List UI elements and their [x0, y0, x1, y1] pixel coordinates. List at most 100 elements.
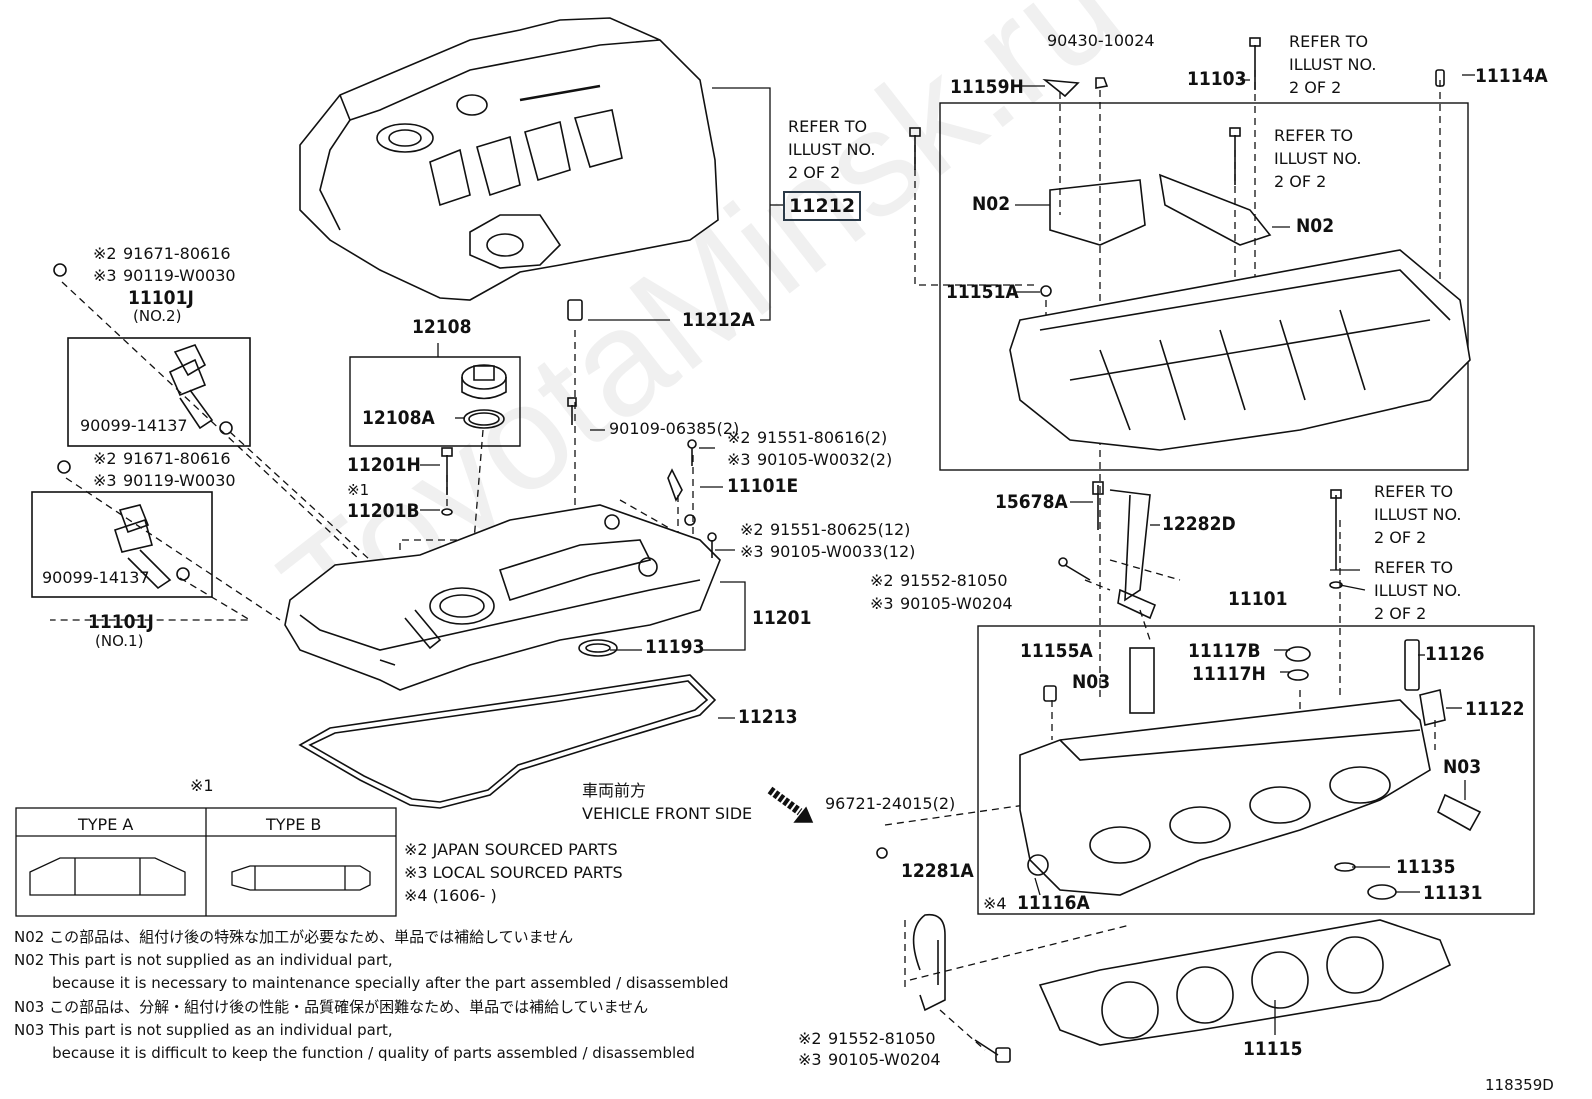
refer-note-2: REFER TO ILLUST NO. 2 OF 2	[1289, 30, 1376, 99]
callout-90099a: 90099-14137	[80, 416, 188, 435]
note-n03-jp: N03 この部品は、分解・組付け後の性能・品質確保が困難なため、単品では補給して…	[14, 998, 649, 1016]
front-side-jp: 車両前方	[582, 781, 647, 800]
callout-11212-highlight[interactable]: 11212	[783, 191, 862, 221]
refer-note-1: REFER TO ILLUST NO. 2 OF 2	[788, 115, 875, 184]
callout-11126: 11126	[1425, 643, 1485, 665]
front-arrow-icon	[767, 786, 814, 823]
callout-90430: 90430-10024	[1047, 31, 1155, 50]
callout-11193: 11193	[645, 636, 705, 658]
callout-12108A: 12108A	[362, 407, 435, 429]
refer-line: REFER TO	[788, 117, 868, 136]
callout-11117H: 11117H	[1192, 663, 1266, 685]
callout-90119a: 90119-W0030	[123, 266, 236, 285]
callout-11201B: 11201B	[347, 500, 420, 522]
callout-91552b: 91552-81050	[828, 1029, 936, 1048]
callout-90119b-mark: ※3	[93, 471, 117, 490]
callout-N02-left: N02	[972, 193, 1011, 215]
callout-90105b: 90105-W0033(12)	[770, 542, 916, 561]
label-leaders	[1013, 74, 1475, 1035]
callout-11114A: 11114A	[1475, 65, 1548, 87]
refer-line: 2 OF 2	[1374, 528, 1427, 547]
refer-line: ILLUST NO.	[1374, 581, 1462, 600]
head-gasket-drawing	[1038, 919, 1452, 1046]
callout-11151A: 11151A	[946, 281, 1019, 303]
diagram-id: 118359D	[1485, 1076, 1554, 1094]
refer-note-4: REFER TO ILLUST NO. 2 OF 2	[1374, 480, 1461, 549]
hook-12281A-drawing	[912, 913, 1011, 1063]
callout-90119b: 90119-W0030	[123, 471, 236, 490]
callout-11115: 11115	[1243, 1038, 1303, 1060]
refer-line: 2 OF 2	[1374, 604, 1427, 623]
type-a-header: TYPE A	[78, 815, 134, 834]
refer-line: REFER TO	[1374, 482, 1454, 501]
legend-date-range: ※4 (1606- )	[404, 886, 497, 905]
gasket-11213-drawing	[298, 674, 717, 809]
cylinder-head-box	[876, 625, 1535, 915]
callout-12108: 12108	[412, 316, 472, 338]
callout-N03-left: N03	[1072, 671, 1111, 693]
callout-91552a: 91552-81050	[900, 571, 1008, 590]
callout-11135: 11135	[1396, 856, 1456, 878]
callout-11155A: 11155A	[1020, 640, 1093, 662]
legend-local-sourced: ※3 LOCAL SOURCED PARTS	[404, 863, 623, 882]
callout-11101J-no2: 11101J	[128, 287, 194, 309]
callout-15678A: 15678A	[995, 491, 1068, 513]
note-n02-en-2: because it is necessary to maintenance s…	[14, 974, 729, 992]
cam-housing-box	[909, 37, 1471, 471]
refer-note-3: REFER TO ILLUST NO. 2 OF 2	[1274, 124, 1361, 193]
note-n03-en-2: because it is difficult to keep the func…	[14, 1044, 695, 1062]
callout-11159H: 11159H	[950, 76, 1024, 98]
refer-line: REFER TO	[1274, 126, 1354, 145]
callout-N02-right: N02	[1296, 215, 1335, 237]
legend-japan-sourced: ※2 JAPAN SOURCED PARTS	[404, 840, 618, 859]
front-side-en: VEHICLE FRONT SIDE	[582, 804, 753, 823]
callout-11101E: 11101E	[727, 475, 799, 497]
callout-91551b-mark: ※2	[740, 520, 764, 539]
type-table-mark: ※1	[190, 776, 214, 795]
callout-91552b-mark: ※2	[798, 1029, 822, 1048]
refer-line: 2 OF 2	[1289, 78, 1342, 97]
refer-line: ILLUST NO.	[1289, 55, 1377, 74]
callout-91671b-mark: ※2	[93, 449, 117, 468]
refer-line: ILLUST NO.	[1274, 149, 1362, 168]
note-n02-jp: N02 この部品は、組付け後の特殊な加工が必要なため、単品では補給していません	[14, 928, 574, 946]
callout-91671b: 91671-80616	[123, 449, 231, 468]
callout-91671a-mark: ※2	[93, 244, 117, 263]
callout-11122: 11122	[1465, 698, 1525, 720]
head-cover-drawing	[284, 504, 721, 691]
callout-11101J-no1: 11101J	[88, 611, 154, 633]
callout-90105c: 90105-W0204	[900, 594, 1013, 613]
refer-line: 2 OF 2	[1274, 172, 1327, 191]
stay-12282D-drawing	[1058, 481, 1343, 620]
refer-line: 2 OF 2	[788, 163, 841, 182]
callout-96721: 96721-24015(2)	[825, 794, 956, 813]
refer-line: REFER TO	[1289, 32, 1369, 51]
callout-12282D: 12282D	[1162, 513, 1236, 535]
callout-11201B-mark: ※1	[347, 481, 370, 499]
refer-line: REFER TO	[1374, 558, 1454, 577]
callout-90105a: 90105-W0032(2)	[757, 450, 893, 469]
callout-11116A-mark: ※4	[983, 894, 1007, 913]
oil-cap-drawing	[461, 364, 507, 429]
callout-11101J-no1-sub: (NO.1)	[95, 632, 144, 650]
refer-line: ILLUST NO.	[788, 140, 876, 159]
callout-11212A: 11212A	[682, 309, 755, 331]
ocv-no1-drawing	[31, 460, 213, 598]
type-table-lines	[15, 807, 397, 917]
callout-11213: 11213	[738, 706, 798, 728]
callout-11101: 11101	[1228, 588, 1288, 610]
callout-90105d: 90105-W0204	[828, 1050, 941, 1069]
callout-91551a: 91551-80616(2)	[757, 428, 888, 447]
callout-11103: 11103	[1187, 68, 1247, 90]
ocv-no2-drawing	[53, 263, 251, 447]
callout-11101J-no2-sub: (NO.2)	[133, 307, 182, 325]
callout-90105b-mark: ※3	[740, 542, 764, 561]
callout-91551b: 91551-80625(12)	[770, 520, 911, 539]
callout-91552a-mark: ※2	[870, 571, 894, 590]
callout-90099b: 90099-14137	[42, 568, 150, 587]
type-b-header: TYPE B	[266, 815, 322, 834]
callout-11131: 11131	[1423, 882, 1483, 904]
callout-90119a-mark: ※3	[93, 266, 117, 285]
